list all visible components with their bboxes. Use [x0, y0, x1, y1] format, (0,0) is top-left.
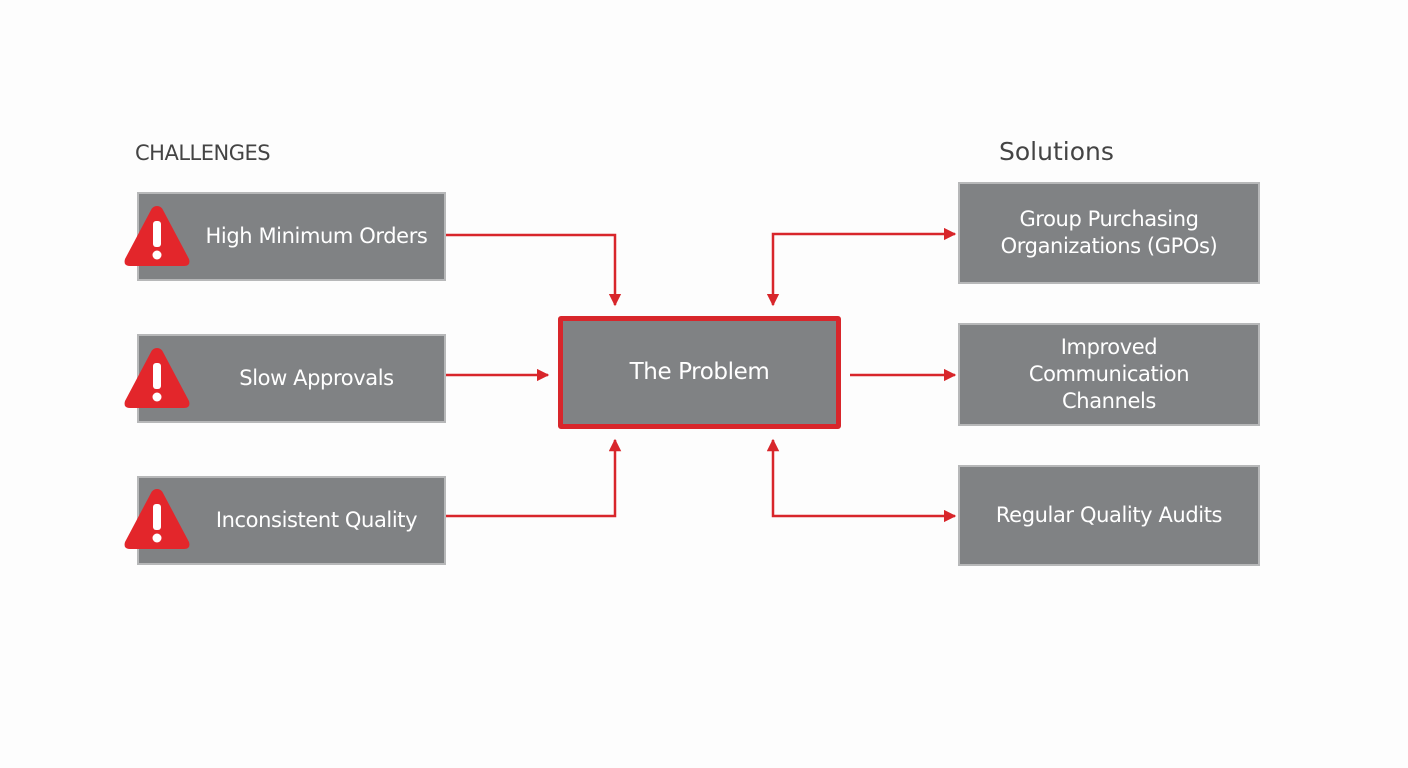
solution-gpo: Group Purchasing Organizations (GPOs) [958, 182, 1260, 284]
solution-label: Regular Quality Audits [995, 503, 1223, 527]
challenges-heading: CHALLENGES [135, 141, 271, 165]
challenge-label: Slow Approvals [239, 366, 394, 390]
solution-label: Improved Communication Channels [1028, 335, 1190, 413]
challenge-inconsistent-quality: Inconsistent Quality [137, 476, 446, 565]
challenge-label: High Minimum Orders [205, 224, 428, 248]
problem-box: The Problem [558, 316, 841, 429]
arrow-inconsistent-to-problem [446, 438, 622, 518]
solutions-heading: Solutions [999, 137, 1114, 166]
arrow-problem-gpo [766, 227, 957, 307]
arrow-high-minimum-to-problem [446, 233, 622, 307]
solution-quality-audits: Regular Quality Audits [958, 465, 1260, 566]
warning-icon [124, 348, 190, 408]
challenge-slow-approvals: Slow Approvals [137, 334, 446, 423]
problem-label: The Problem [629, 359, 770, 385]
solution-label: Group Purchasing Organizations (GPOs) [1000, 207, 1218, 258]
challenge-label: Inconsistent Quality [215, 508, 418, 532]
solution-communication: Improved Communication Channels [958, 323, 1260, 426]
challenge-high-minimum-orders: High Minimum Orders [137, 192, 446, 281]
arrow-problem-audits [766, 438, 957, 523]
warning-icon [124, 206, 190, 266]
warning-icon [124, 489, 190, 549]
